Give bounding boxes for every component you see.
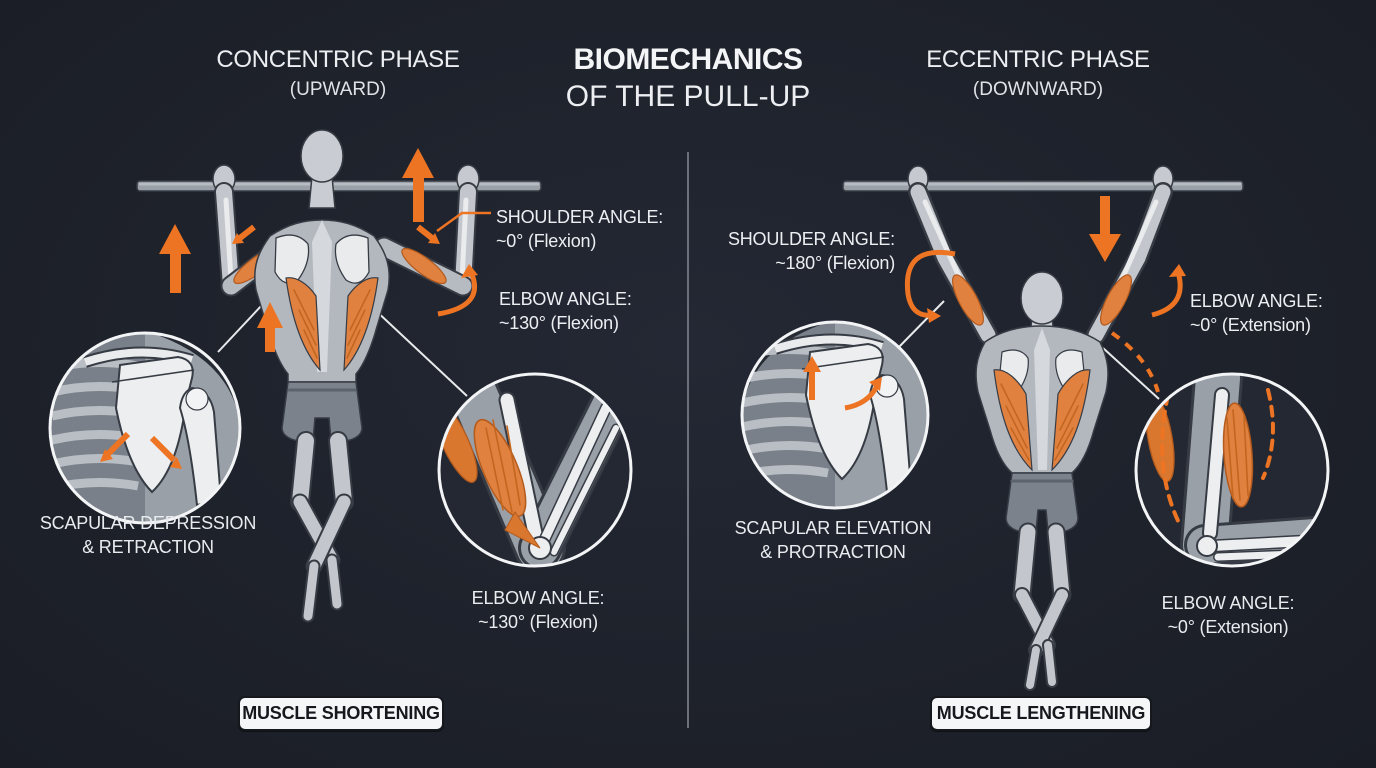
right-shoulder-angle-annotation: SHOULDER ANGLE: ~180° (Flexion) <box>705 227 895 275</box>
elbow-rotation-arrow-left <box>437 264 478 317</box>
pullup-bar-left <box>136 180 542 192</box>
up-arrow-icon <box>159 224 191 293</box>
eccentric-figure-illustration <box>740 165 1330 691</box>
left-scapula-caption: SCAPULAR DEPRESSION & RETRACTION <box>28 511 268 559</box>
retraction-arrow-icon <box>170 457 182 469</box>
depression-arrow-icon <box>100 449 113 462</box>
diagonal-arrow-icon <box>232 233 244 244</box>
left-scapula-caption-line-1: SCAPULAR DEPRESSION <box>39 513 257 533</box>
rotation-arrow-icon <box>927 308 941 323</box>
stretch-dashed-line <box>1160 393 1182 527</box>
right-elbow-inset-label: ELBOW ANGLE: <box>1161 593 1295 613</box>
right-elbow-angle-value: ~0° (Extension) <box>1190 315 1311 335</box>
left-elbow-angle-label: ELBOW ANGLE: <box>499 289 632 309</box>
protraction-arrow-icon <box>869 377 882 391</box>
right-scapula-caption-line-1: SCAPULAR ELEVATION <box>734 518 932 538</box>
shoulder-rotation-arrow-right-panel <box>904 249 956 323</box>
left-elbow-inset-caption: ELBOW ANGLE: ~130° (Flexion) <box>428 586 648 634</box>
left-shoulder-angle-label: SHOULDER ANGLE: <box>496 207 664 227</box>
left-shoulder-angle-annotation: SHOULDER ANGLE: ~0° (Flexion) <box>496 205 686 253</box>
athlete-hang-position <box>907 165 1174 691</box>
left-elbow-angle-annotation: ELBOW ANGLE: ~130° (Flexion) <box>499 287 689 335</box>
stretch-dashed-line <box>1261 388 1275 480</box>
eccentric-phase-header: ECCENTRIC PHASE (DOWNWARD) <box>888 46 1188 101</box>
upward-motion-arrows <box>159 148 434 352</box>
muscle-shortening-badge: MUSCLE SHORTENING <box>238 696 444 731</box>
right-shoulder-angle-label: SHOULDER ANGLE: <box>727 229 895 249</box>
connector-line-scapula-right <box>896 300 945 350</box>
connector-line-elbow-right <box>1102 347 1160 400</box>
elbow-inset-right <box>1134 372 1330 568</box>
muscle-lengthening-badge: MUSCLE LENGTHENING <box>930 696 1152 731</box>
right-elbow-angle-annotation: ELBOW ANGLE: ~0° (Extension) <box>1190 289 1370 337</box>
right-scapula-caption-line-2: & PROTRACTION <box>760 542 906 562</box>
down-arrow-icon <box>1089 196 1121 262</box>
stretch-dashed-line <box>1110 331 1160 393</box>
panel-divider <box>687 152 689 728</box>
elevation-arrow-icon <box>803 356 821 372</box>
connector-line-elbow-left <box>372 307 468 397</box>
eccentric-phase-subtitle: (DOWNWARD) <box>972 79 1104 100</box>
concentric-phase-header: CONCENTRIC PHASE (UPWARD) <box>188 46 488 101</box>
diagonal-arrow-icon <box>428 233 440 244</box>
shoulder-label-connector-left <box>436 211 491 233</box>
page-title: BIOMECHANICS OF THE PULL-UP <box>508 43 868 114</box>
right-scapula-caption: SCAPULAR ELEVATION & PROTRACTION <box>713 516 953 564</box>
scapula-inset-left <box>48 331 242 525</box>
title-line-2: OF THE PULL-UP <box>565 80 811 113</box>
rotation-arrow-icon <box>461 264 478 278</box>
eccentric-phase-title: ECCENTRIC PHASE <box>926 46 1150 73</box>
left-shoulder-angle-value: ~0° (Flexion) <box>496 231 597 251</box>
left-elbow-angle-value: ~130° (Flexion) <box>499 313 619 333</box>
left-scapula-caption-line-2: & RETRACTION <box>82 537 214 557</box>
right-shoulder-angle-value: ~180° (Flexion) <box>775 253 895 273</box>
concentric-phase-title: CONCENTRIC PHASE <box>216 46 460 73</box>
right-elbow-inset-value: ~0° (Extension) <box>1167 617 1289 637</box>
elbow-inset-left <box>437 372 633 568</box>
scapula-inset-right <box>740 320 930 510</box>
up-arrow-icon <box>257 302 283 352</box>
concentric-phase-subtitle: (UPWARD) <box>289 79 387 100</box>
right-elbow-angle-label: ELBOW ANGLE: <box>1190 291 1323 311</box>
title-line-1: BIOMECHANICS <box>573 43 803 76</box>
elbow-rotation-arrow-right-panel <box>1151 264 1186 318</box>
pullup-bar-right <box>842 180 1244 192</box>
scapular-motion-arrows-left <box>232 224 440 244</box>
rotation-arrow-icon <box>1169 264 1186 277</box>
left-elbow-inset-value: ~130° (Flexion) <box>478 612 598 632</box>
up-arrow-icon <box>402 148 434 222</box>
athlete-top-position <box>212 129 480 623</box>
right-elbow-inset-caption: ELBOW ANGLE: ~0° (Extension) <box>1118 591 1338 639</box>
left-elbow-inset-label: ELBOW ANGLE: <box>471 588 605 608</box>
